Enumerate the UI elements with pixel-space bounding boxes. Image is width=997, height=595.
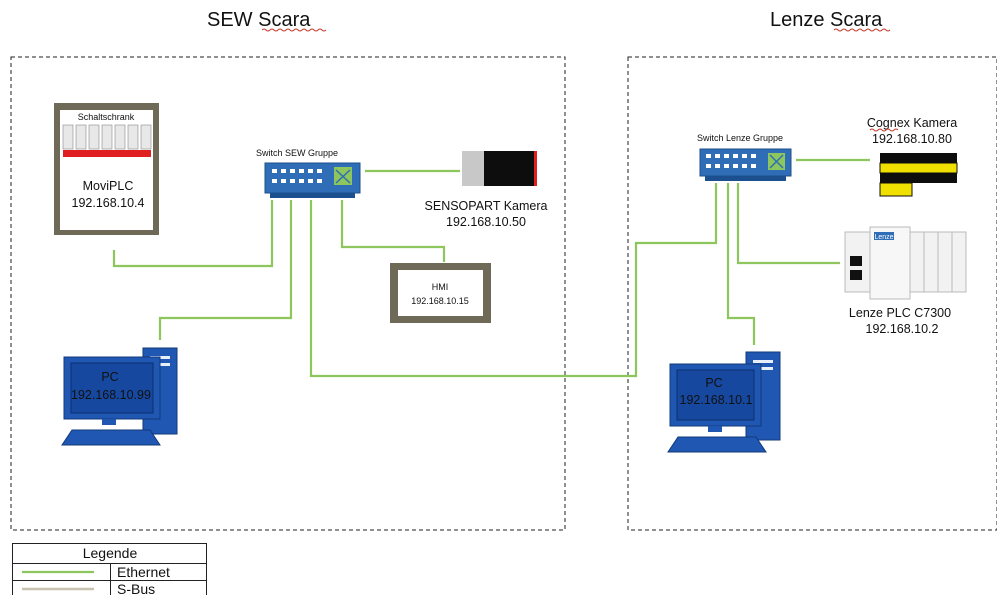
- legend-ethernet-label: Ethernet: [117, 564, 170, 580]
- legend-title: Legende: [83, 545, 138, 561]
- moviplc-name: MoviPLC: [83, 179, 134, 193]
- pc-stand: [708, 426, 722, 432]
- plc-io-module: [923, 231, 939, 293]
- lenze-switch[interactable]: Switch Lenze Gruppe: [697, 133, 792, 181]
- switch-ports-icon: [706, 154, 756, 168]
- plc-io-module: [951, 231, 967, 293]
- hmi-name: HMI: [432, 282, 449, 292]
- cabinet-terminals: [62, 124, 152, 157]
- cognex-camera[interactable]: Cognex Kamera 192.168.10.80: [867, 116, 958, 197]
- cognex-stripe: [879, 162, 958, 174]
- pc-screen: [676, 369, 755, 421]
- spellcheck-underline: [833, 28, 891, 32]
- pc-keyboard-icon: [667, 436, 767, 453]
- camera-body-icon: [462, 151, 484, 186]
- lenze-pc-ip: 192.168.10.1: [680, 393, 753, 407]
- pc-drive-icon: [753, 360, 773, 363]
- pc-screen: [70, 362, 154, 414]
- lenze-logo: Lenze: [874, 234, 893, 241]
- hmi-screen: [398, 270, 483, 316]
- wire-switch-pc-lenze: [726, 183, 756, 345]
- cognex-body-lower: [880, 173, 957, 183]
- wire-switch-hmi: [340, 200, 446, 262]
- switch-cross-icon: [769, 154, 784, 169]
- cognex-mount: [879, 182, 913, 197]
- plc-io-module: [937, 231, 953, 293]
- sew-group-title: SEW Scara: [207, 9, 311, 31]
- pc-keyboard-icon: [61, 429, 161, 446]
- wire-sew-lenze: [309, 183, 718, 378]
- spellcheck-underline: [869, 128, 899, 132]
- moviplc-ip: 192.168.10.4: [72, 196, 145, 210]
- plc-io-module: [909, 231, 925, 293]
- sew-pc[interactable]: PC 192.168.10.99: [61, 347, 178, 446]
- hmi-panel[interactable]: HMI 192.168.10.15: [390, 263, 491, 323]
- wire-switch-pc-sew: [158, 200, 293, 340]
- sensopart-name: SENSOPART Kamera: [425, 199, 548, 213]
- wire-switch-lenze-plc: [736, 183, 840, 265]
- cabinet-header: Schaltschrank: [78, 112, 135, 122]
- lenze-plc-name: Lenze PLC C7300: [849, 306, 951, 320]
- plc-port-icon: [850, 256, 862, 266]
- legend-sbus-label: S-Bus: [117, 581, 155, 595]
- legend: Legende Ethernet S-Bus: [12, 543, 207, 595]
- spellcheck-underline: [261, 28, 327, 32]
- legend-box: [12, 543, 207, 595]
- plc-port-icon: [850, 270, 862, 280]
- lenze-group-box: [627, 56, 997, 531]
- pc-stand: [102, 419, 116, 425]
- sew-group-box: [10, 56, 566, 531]
- switch-base: [705, 176, 786, 181]
- sew-pc-name: PC: [101, 370, 118, 384]
- sew-pc-ip: 192.168.10.99: [71, 388, 151, 402]
- lenze-pc[interactable]: PC 192.168.10.1: [667, 351, 781, 453]
- sensopart-camera[interactable]: SENSOPART Kamera 192.168.10.50: [425, 151, 548, 229]
- cognex-body-icon: [880, 153, 957, 163]
- switch-ports-icon: [272, 169, 322, 183]
- lenze-plc-ip: 192.168.10.2: [866, 322, 939, 336]
- sew-switch-label: Switch SEW Gruppe: [256, 148, 338, 158]
- camera-lens-icon: [484, 151, 534, 186]
- lenze-pc-name: PC: [705, 376, 722, 390]
- cognex-ip: 192.168.10.80: [872, 132, 952, 146]
- wire-switch-moviplc: [112, 200, 274, 268]
- camera-indicator: [534, 151, 537, 186]
- pc-drive-icon: [753, 367, 773, 370]
- lenze-plc[interactable]: Lenze Lenze PLC C7300 192.168.10.2: [844, 226, 967, 336]
- hmi-ip: 192.168.10.15: [411, 296, 469, 306]
- cognex-name: Cognex Kamera: [867, 116, 957, 130]
- lenze-switch-label: Switch Lenze Gruppe: [697, 133, 783, 143]
- sew-switch[interactable]: Switch SEW Gruppe: [256, 148, 361, 198]
- lenze-logo-badge: [874, 232, 894, 240]
- switch-base: [270, 193, 355, 198]
- lenze-group-title: Lenze Scara: [770, 9, 883, 31]
- switch-cross-icon: [335, 169, 351, 184]
- moviplc-cabinet[interactable]: Schaltschrank MoviPLC 192.168.10.4: [54, 103, 159, 235]
- ethernet-connections: [112, 158, 870, 378]
- sensopart-ip: 192.168.10.50: [446, 215, 526, 229]
